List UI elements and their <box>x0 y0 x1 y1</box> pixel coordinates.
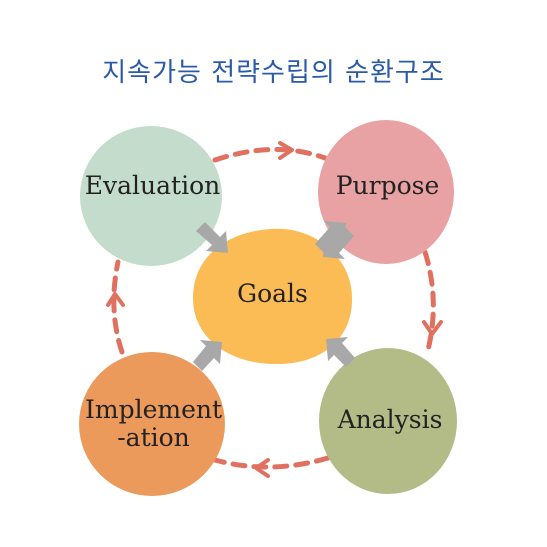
analysis-label: Analysis <box>337 405 443 434</box>
purpose-label: Purpose <box>335 171 440 200</box>
analysis-circle <box>319 348 457 494</box>
cycle-arrow-analysis-to-implementation <box>212 455 331 470</box>
implementation-label-line2: -ation <box>117 423 190 452</box>
evaluation-circle <box>80 126 222 266</box>
goal-arrow-to-purpose-out <box>315 221 346 253</box>
goal-arrow-from-evaluation <box>196 222 228 253</box>
cycle-arrowhead-left <box>106 292 125 307</box>
cycle-arrowhead-top <box>278 141 294 160</box>
implementation-circle <box>79 352 225 496</box>
goal-arrow-from-analysis <box>326 337 355 367</box>
purpose-circle <box>318 120 454 264</box>
goal-arrow-from-purpose-in <box>323 227 354 259</box>
goals-label: Goals <box>237 279 308 308</box>
implementation-label-line1: Implement <box>84 395 223 424</box>
cycle-arrow-evaluation-to-purpose <box>212 146 328 163</box>
cycle-arrow-implementation-to-evaluation <box>111 259 125 355</box>
cycle-arrow-purpose-to-analysis <box>422 249 436 353</box>
diagram-title: 지속가능 전략수립의 순환구조 <box>102 58 445 88</box>
evaluation-label: Evaluation <box>84 171 221 200</box>
cycle-arrowhead-right <box>422 320 443 336</box>
implementation-label: Implement -ation <box>76 396 231 452</box>
cycle-arrowhead-bottom <box>254 458 270 478</box>
goals-blob <box>193 228 353 365</box>
goal-arrow-from-implementation <box>193 340 222 371</box>
